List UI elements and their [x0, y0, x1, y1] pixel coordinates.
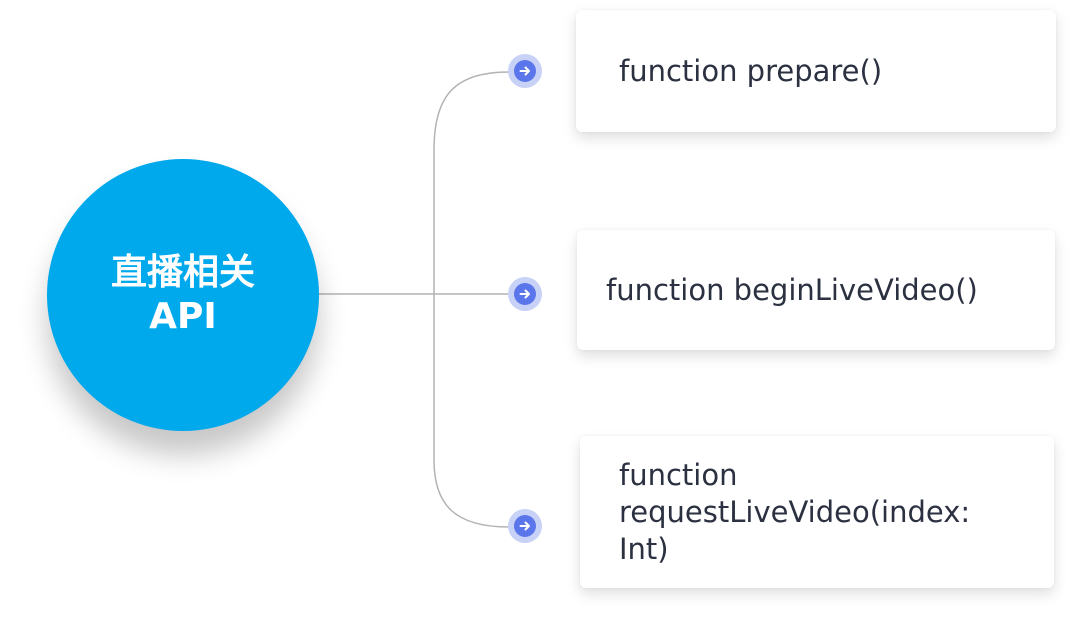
branch-label: function prepare()	[619, 53, 883, 88]
arrow-icon-core	[514, 283, 536, 305]
arrow-glyph	[519, 66, 530, 76]
central-topic-line2: API	[149, 296, 217, 337]
branch-label: function requestLiveVideo(index: Int)	[619, 457, 971, 566]
branch-card-request-live-video: function requestLiveVideo(index: Int)	[580, 436, 1054, 588]
arrow-icon-core	[514, 515, 536, 537]
branch-label: function beginLiveVideo()	[606, 272, 978, 307]
arrow-glyph	[519, 521, 530, 531]
connector-trunk	[433, 71, 510, 528]
arrow-right-circle-icon	[508, 509, 542, 543]
arrow-right-circle-icon	[508, 54, 542, 88]
branch-card-begin-live-video: function beginLiveVideo()	[577, 230, 1055, 350]
branch-card-prepare: function prepare()	[576, 10, 1056, 132]
central-topic-line1: 直播相关	[110, 252, 255, 293]
arrow-icon-core	[514, 60, 536, 82]
arrow-right-circle-icon	[508, 277, 542, 311]
arrow-glyph	[519, 289, 530, 299]
central-topic: 直播相关 API	[47, 159, 319, 431]
